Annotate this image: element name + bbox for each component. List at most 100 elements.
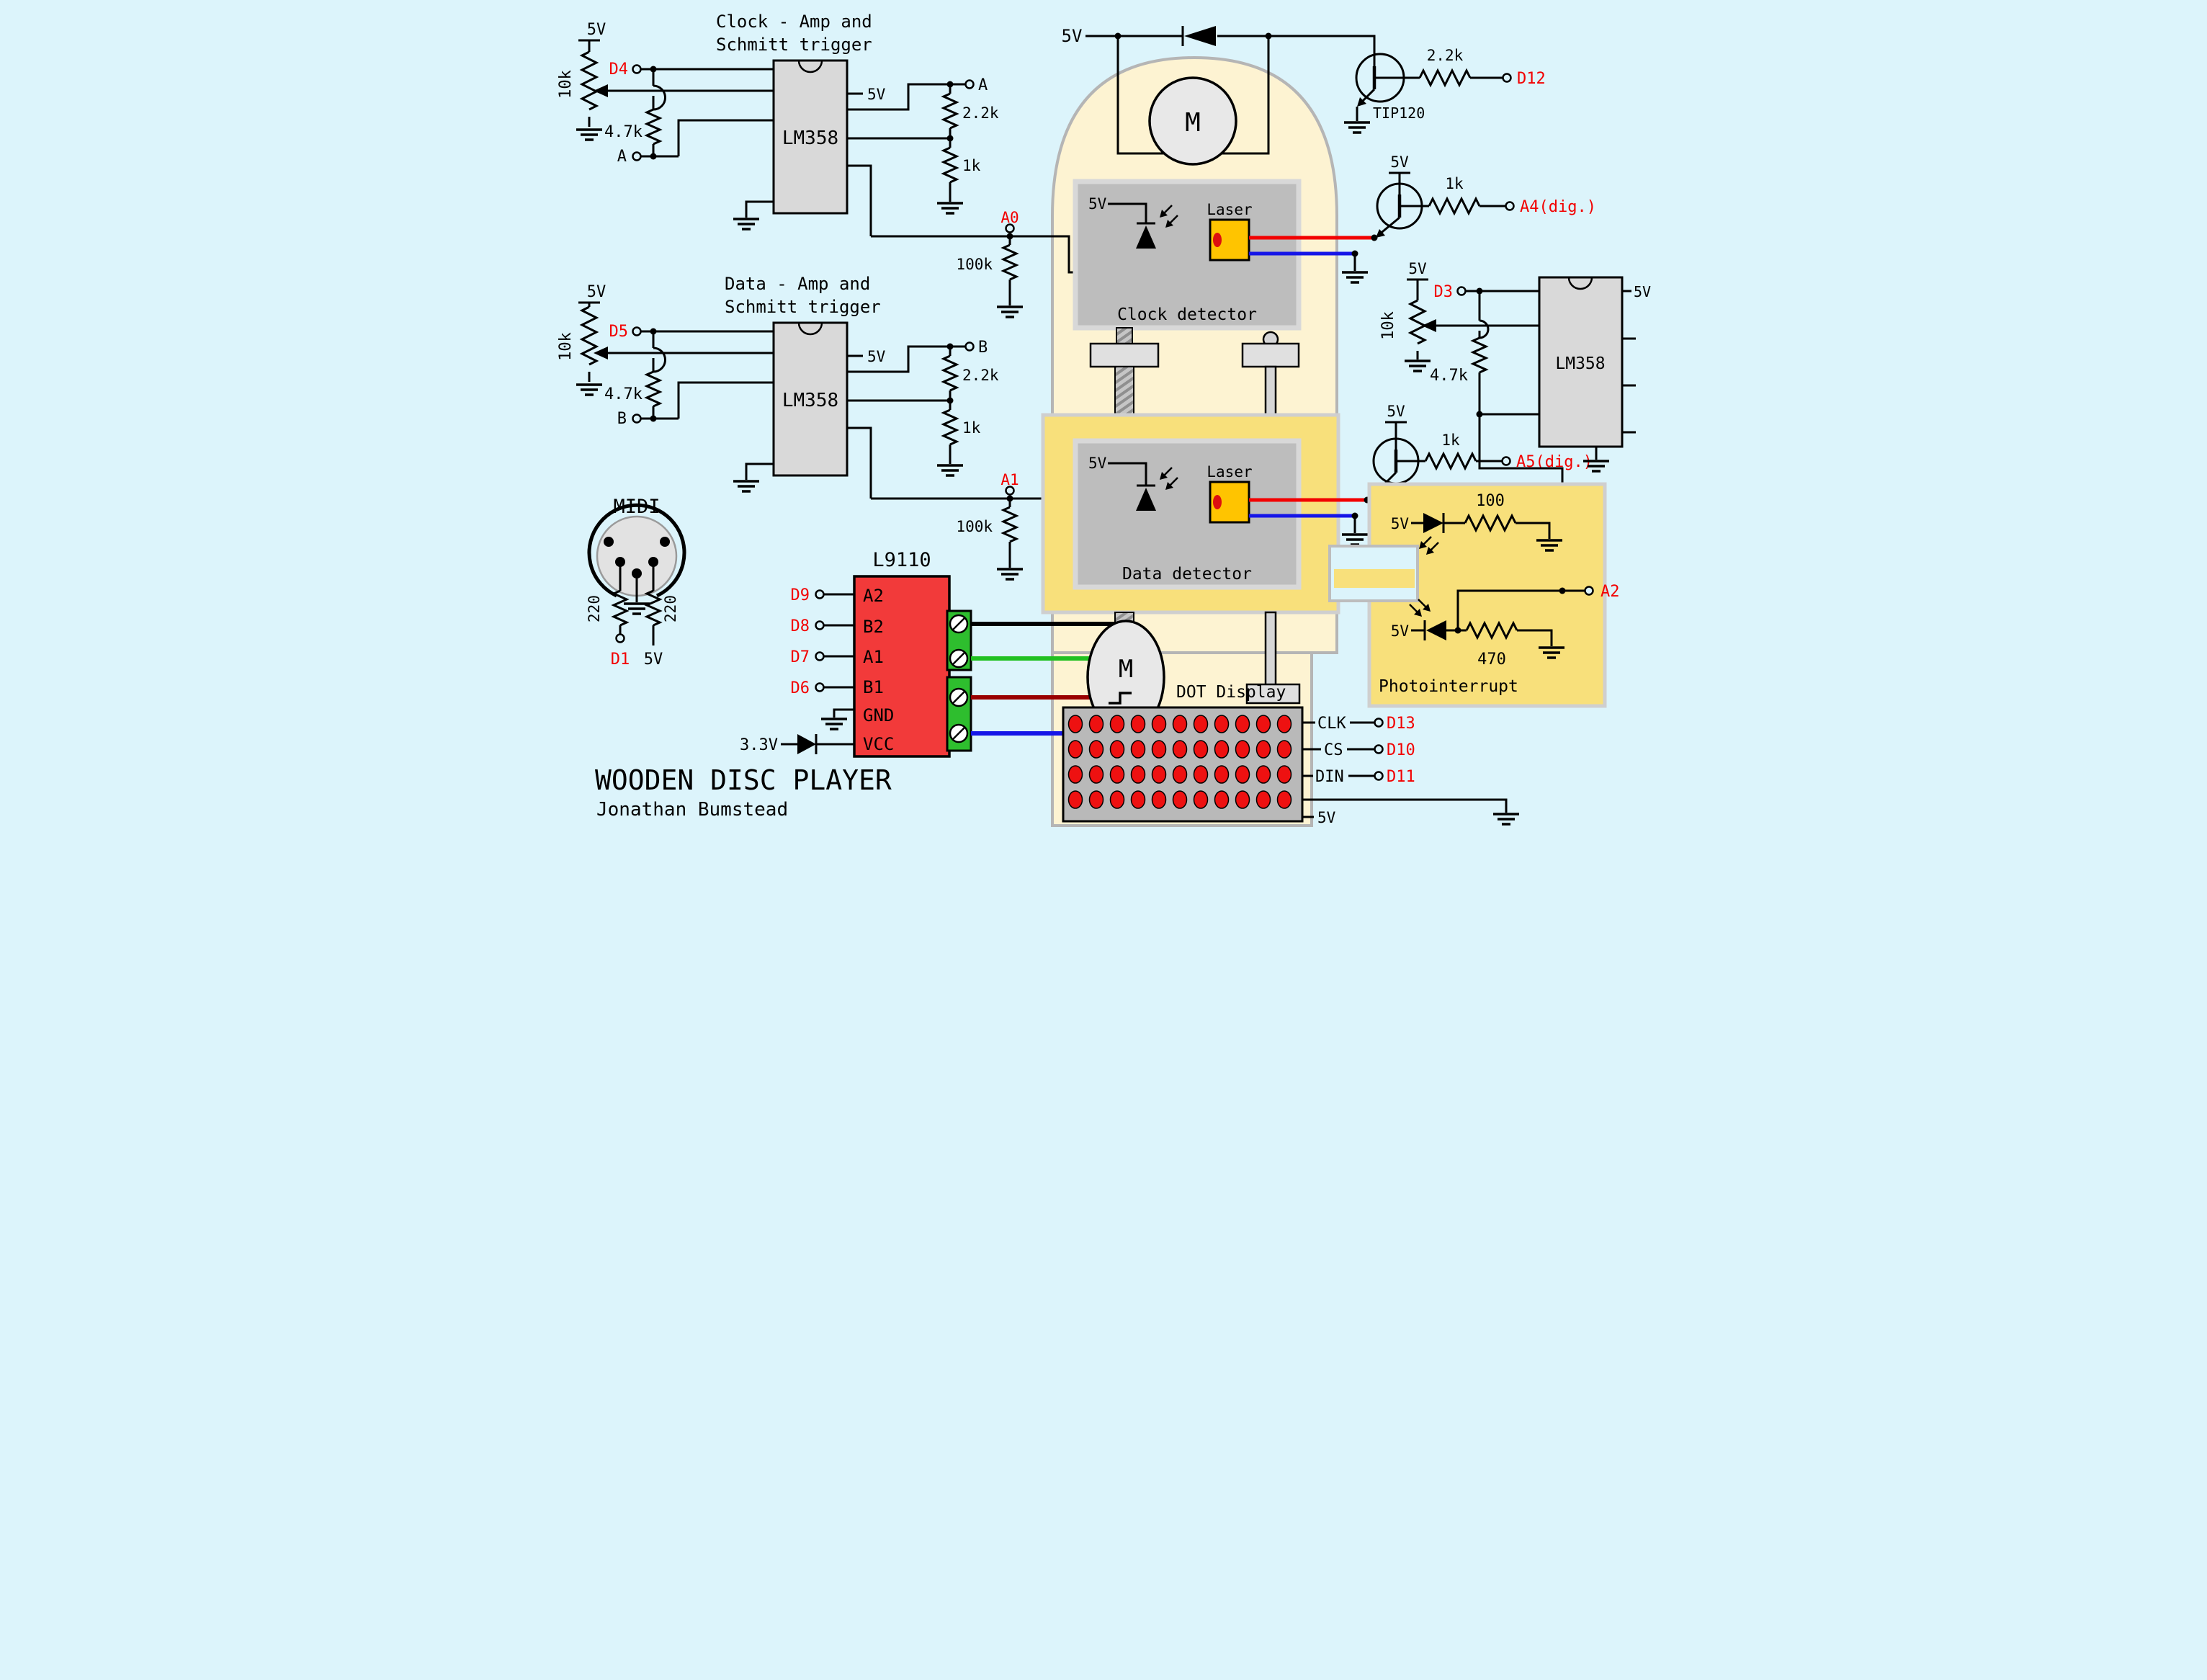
photo-led-5v: 5V [1391,515,1410,532]
l9110-vcc-diode-icon [797,734,816,754]
led-dot [1172,715,1188,733]
clock-opamp-out-wires [847,83,950,140]
clock-pot-value: 10k [557,70,575,99]
midi-connector-shell [587,503,686,598]
photo-pt-r-value: 470 [1477,651,1506,669]
d7-label: D7 [791,648,810,666]
led-dot [1276,765,1292,784]
junction-dot [1559,587,1566,594]
led-dot [1214,715,1230,733]
led-dot [1276,790,1292,809]
a1-ground-icon [995,568,1024,581]
data-pot-wiper-arrow [594,347,608,359]
clock-din-terminal [632,64,642,74]
led-dot [1067,765,1083,784]
tip120-emitter-wire [1360,88,1376,104]
d3-label: D3 [1434,283,1454,301]
a4-emitter-wire [1378,216,1400,236]
clock-opamp-5v: 5V [867,86,886,103]
clock-pot-5v-label: 5V [587,21,606,39]
led-dot [1151,715,1167,733]
led-dot [1276,715,1292,733]
clock-out-to-a0-wire [847,164,872,236]
clock-divider-r2 [942,146,958,184]
comp-pot-wires [1407,278,1428,359]
photointerrupt-title: Photointerrupt [1379,677,1518,696]
midi-right-r-value: 220 [662,595,679,622]
led-dot [1109,715,1125,733]
photo-pt-icon [1426,620,1446,640]
data-laser-aperture [1213,495,1222,509]
data-opamp-body [772,321,849,477]
a4-emitter-arrow [1376,229,1385,238]
a1-pulldown-resistor [1002,506,1018,543]
clock-pot-supply-wire [578,39,600,127]
led-dot [1130,765,1146,784]
midi-wires [619,562,655,645]
led-dot [1214,765,1230,784]
photo-led-wire3 [1516,522,1551,539]
photo-led-r-value: 100 [1476,492,1505,510]
data-detector-title: Data detector [1122,565,1252,584]
a0-pulldown-value: 100k [956,256,993,273]
comp-pot-5v: 5V [1408,260,1427,277]
tip120-emitter-arrow [1357,97,1366,107]
led-dot [1067,740,1083,759]
clock-a-fb-terminal [632,151,642,161]
data-det-5v: 5V [1088,455,1107,472]
terminal-screws [949,614,969,743]
d12-terminal [1502,73,1512,83]
data-b-fb-terminal [632,414,642,424]
clock-laser-ground-icon [1340,271,1369,284]
clock-divider-r1 [942,92,958,130]
a1-label: A1 [1000,471,1019,488]
page-author: Jonathan Bumstead [596,799,788,821]
led-dot [1172,740,1188,759]
clock-laser-aperture [1213,233,1222,247]
led-dot [1193,790,1209,809]
led-dot [1088,740,1104,759]
lead-screw-upper [1114,366,1134,416]
led-dot [1235,790,1250,809]
data-din-label: D5 [609,323,629,341]
comp-fb-hop [1478,291,1490,339]
comparator-section: 5V 10k D3 4.7k LM358 5V [1379,260,1651,591]
led-dot [1130,740,1146,759]
comp-fb-resistor [1472,336,1487,374]
clock-pot-wiper-arrow [594,84,608,97]
data-pot-ground-icon [575,383,604,396]
data-fb-value: 4.7k [604,385,643,403]
l9110-pin-gnd: GND [863,705,894,725]
l9110-pin-vcc: VCC [863,734,894,754]
photo-a2-wire [1456,589,1585,630]
clock-det-5v-wire [1108,202,1147,223]
data-din-terminal [632,326,642,336]
spindle-5v-label: 5V [1062,26,1083,46]
data-opamp-notch [797,322,823,336]
tip120-label: TIP120 [1373,104,1425,122]
a1-pulldown-value: 100k [956,518,993,535]
l9110-pin-b2: B2 [863,617,884,637]
dot-ground-icon [1492,813,1521,826]
a5-r-value: 1k [1441,432,1460,449]
data-divider-r2-value: 1k [962,419,981,437]
a5-terminal [1501,456,1511,466]
clock-opamp-notch [797,60,823,73]
led-dot [1255,715,1271,733]
d8-terminal [815,620,825,630]
l9110-ground-icon [820,718,849,730]
led-dot [1067,715,1083,733]
led-dot [1276,740,1292,759]
data-pot-resistor [581,305,598,366]
data-det-5v-wire [1108,462,1147,486]
led-dot [1255,740,1271,759]
led-dot [1151,790,1167,809]
clock-a-out-label: A [978,76,988,94]
led-dot [1130,715,1146,733]
tip120-ground-icon [1343,121,1371,134]
clock-amp-title-1: Clock - Amp and [716,12,872,32]
a5-collector-wire [1385,421,1407,450]
a4-r-value: 1k [1445,175,1464,192]
l9110-gnd-wire [833,708,854,718]
data-out-to-a1-wire [847,426,872,499]
